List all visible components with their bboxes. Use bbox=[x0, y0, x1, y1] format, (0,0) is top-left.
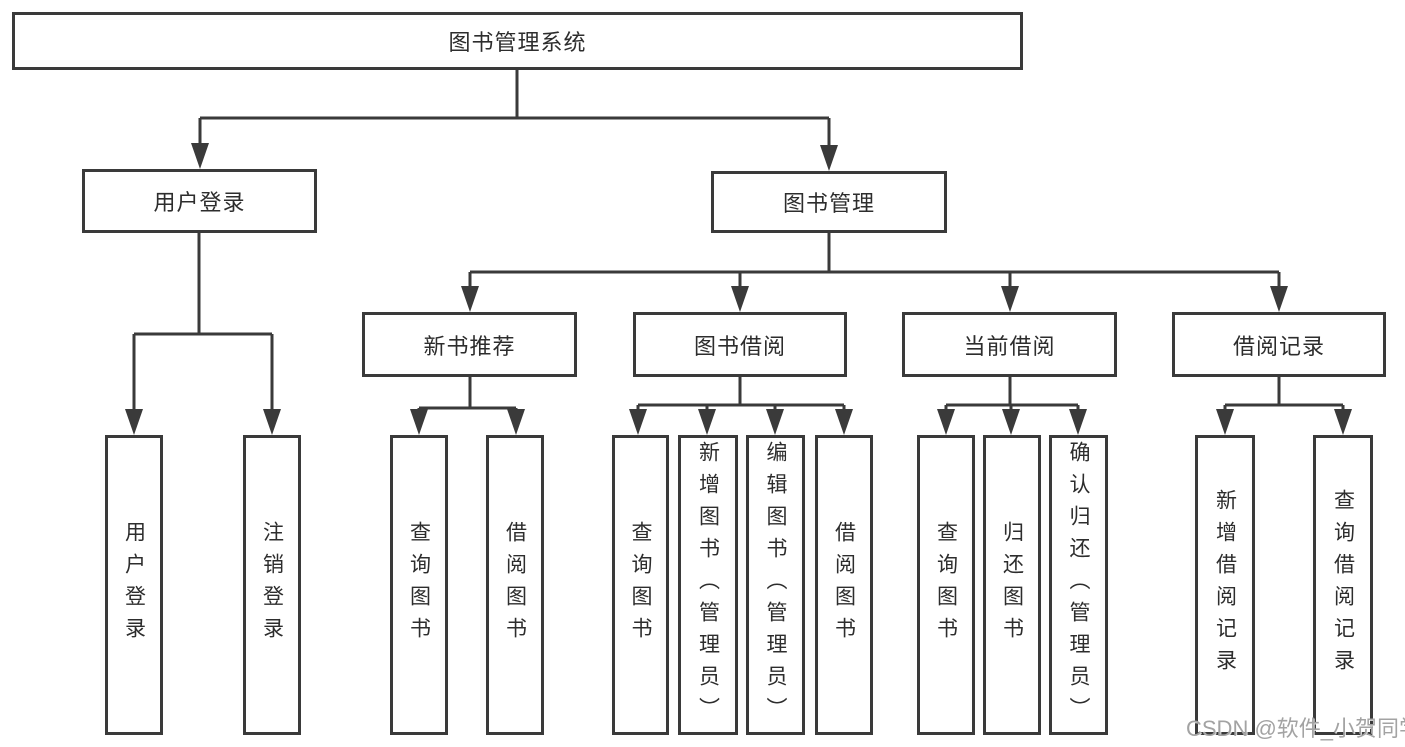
leaf-confirm-return-admin: 确认归还（管理员） bbox=[1049, 435, 1108, 735]
leaf-query-borrow-record: 查询借阅记录 bbox=[1313, 435, 1373, 735]
node-root: 图书管理系统 bbox=[12, 12, 1023, 70]
node-user-login: 用户登录 bbox=[82, 169, 317, 233]
leaf-query-book-2-label: 查询图书 bbox=[629, 521, 653, 649]
leaf-user-login: 用户登录 bbox=[105, 435, 163, 735]
node-borrow-record-label: 借阅记录 bbox=[1232, 333, 1325, 359]
leaf-query-book-3: 查询图书 bbox=[917, 435, 975, 735]
node-user-login-label: 用户登录 bbox=[153, 190, 246, 215]
node-borrow-record: 借阅记录 bbox=[1172, 312, 1386, 377]
leaf-query-book-1-label: 查询图书 bbox=[407, 521, 431, 649]
node-book-borrow-label: 图书借阅 bbox=[693, 333, 786, 359]
node-new-book-recommend: 新书推荐 bbox=[362, 312, 577, 377]
leaf-borrow-book-1-label: 借阅图书 bbox=[503, 521, 527, 649]
node-new-book-recommend-label: 新书推荐 bbox=[423, 333, 516, 359]
leaf-add-borrow-record: 新增借阅记录 bbox=[1195, 435, 1255, 735]
leaf-logout-label: 注销登录 bbox=[260, 521, 284, 649]
node-book-borrow: 图书借阅 bbox=[633, 312, 847, 377]
leaf-query-book-3-label: 查询图书 bbox=[934, 521, 958, 649]
leaf-return-book-label: 归还图书 bbox=[1000, 521, 1024, 649]
csdn-watermark: CSDN @软件_小贺同学 bbox=[1186, 716, 1405, 741]
leaf-query-book-1: 查询图书 bbox=[390, 435, 448, 735]
node-book-management-label: 图书管理 bbox=[782, 191, 875, 216]
leaf-query-book-2: 查询图书 bbox=[612, 435, 669, 735]
leaf-add-book-admin-label: 新增图书（管理员） bbox=[696, 441, 720, 729]
node-current-borrow-label: 当前借阅 bbox=[963, 333, 1056, 359]
leaf-borrow-book-2: 借阅图书 bbox=[815, 435, 873, 735]
node-book-management: 图书管理 bbox=[711, 171, 947, 233]
leaf-borrow-book-2-label: 借阅图书 bbox=[832, 521, 856, 649]
leaf-borrow-book-1: 借阅图书 bbox=[486, 435, 544, 735]
leaf-edit-book-admin-label: 编辑图书（管理员） bbox=[764, 441, 788, 729]
leaf-return-book: 归还图书 bbox=[983, 435, 1041, 735]
leaf-confirm-return-admin-label: 确认归还（管理员） bbox=[1067, 441, 1091, 729]
leaf-add-book-admin: 新增图书（管理员） bbox=[678, 435, 738, 735]
leaf-logout: 注销登录 bbox=[243, 435, 301, 735]
leaf-edit-book-admin: 编辑图书（管理员） bbox=[746, 435, 805, 735]
leaf-add-borrow-record-label: 新增借阅记录 bbox=[1213, 489, 1237, 681]
node-current-borrow: 当前借阅 bbox=[902, 312, 1117, 377]
leaf-user-login-label: 用户登录 bbox=[122, 521, 146, 649]
leaf-query-borrow-record-label: 查询借阅记录 bbox=[1331, 489, 1355, 681]
node-root-label: 图书管理系统 bbox=[448, 30, 587, 55]
